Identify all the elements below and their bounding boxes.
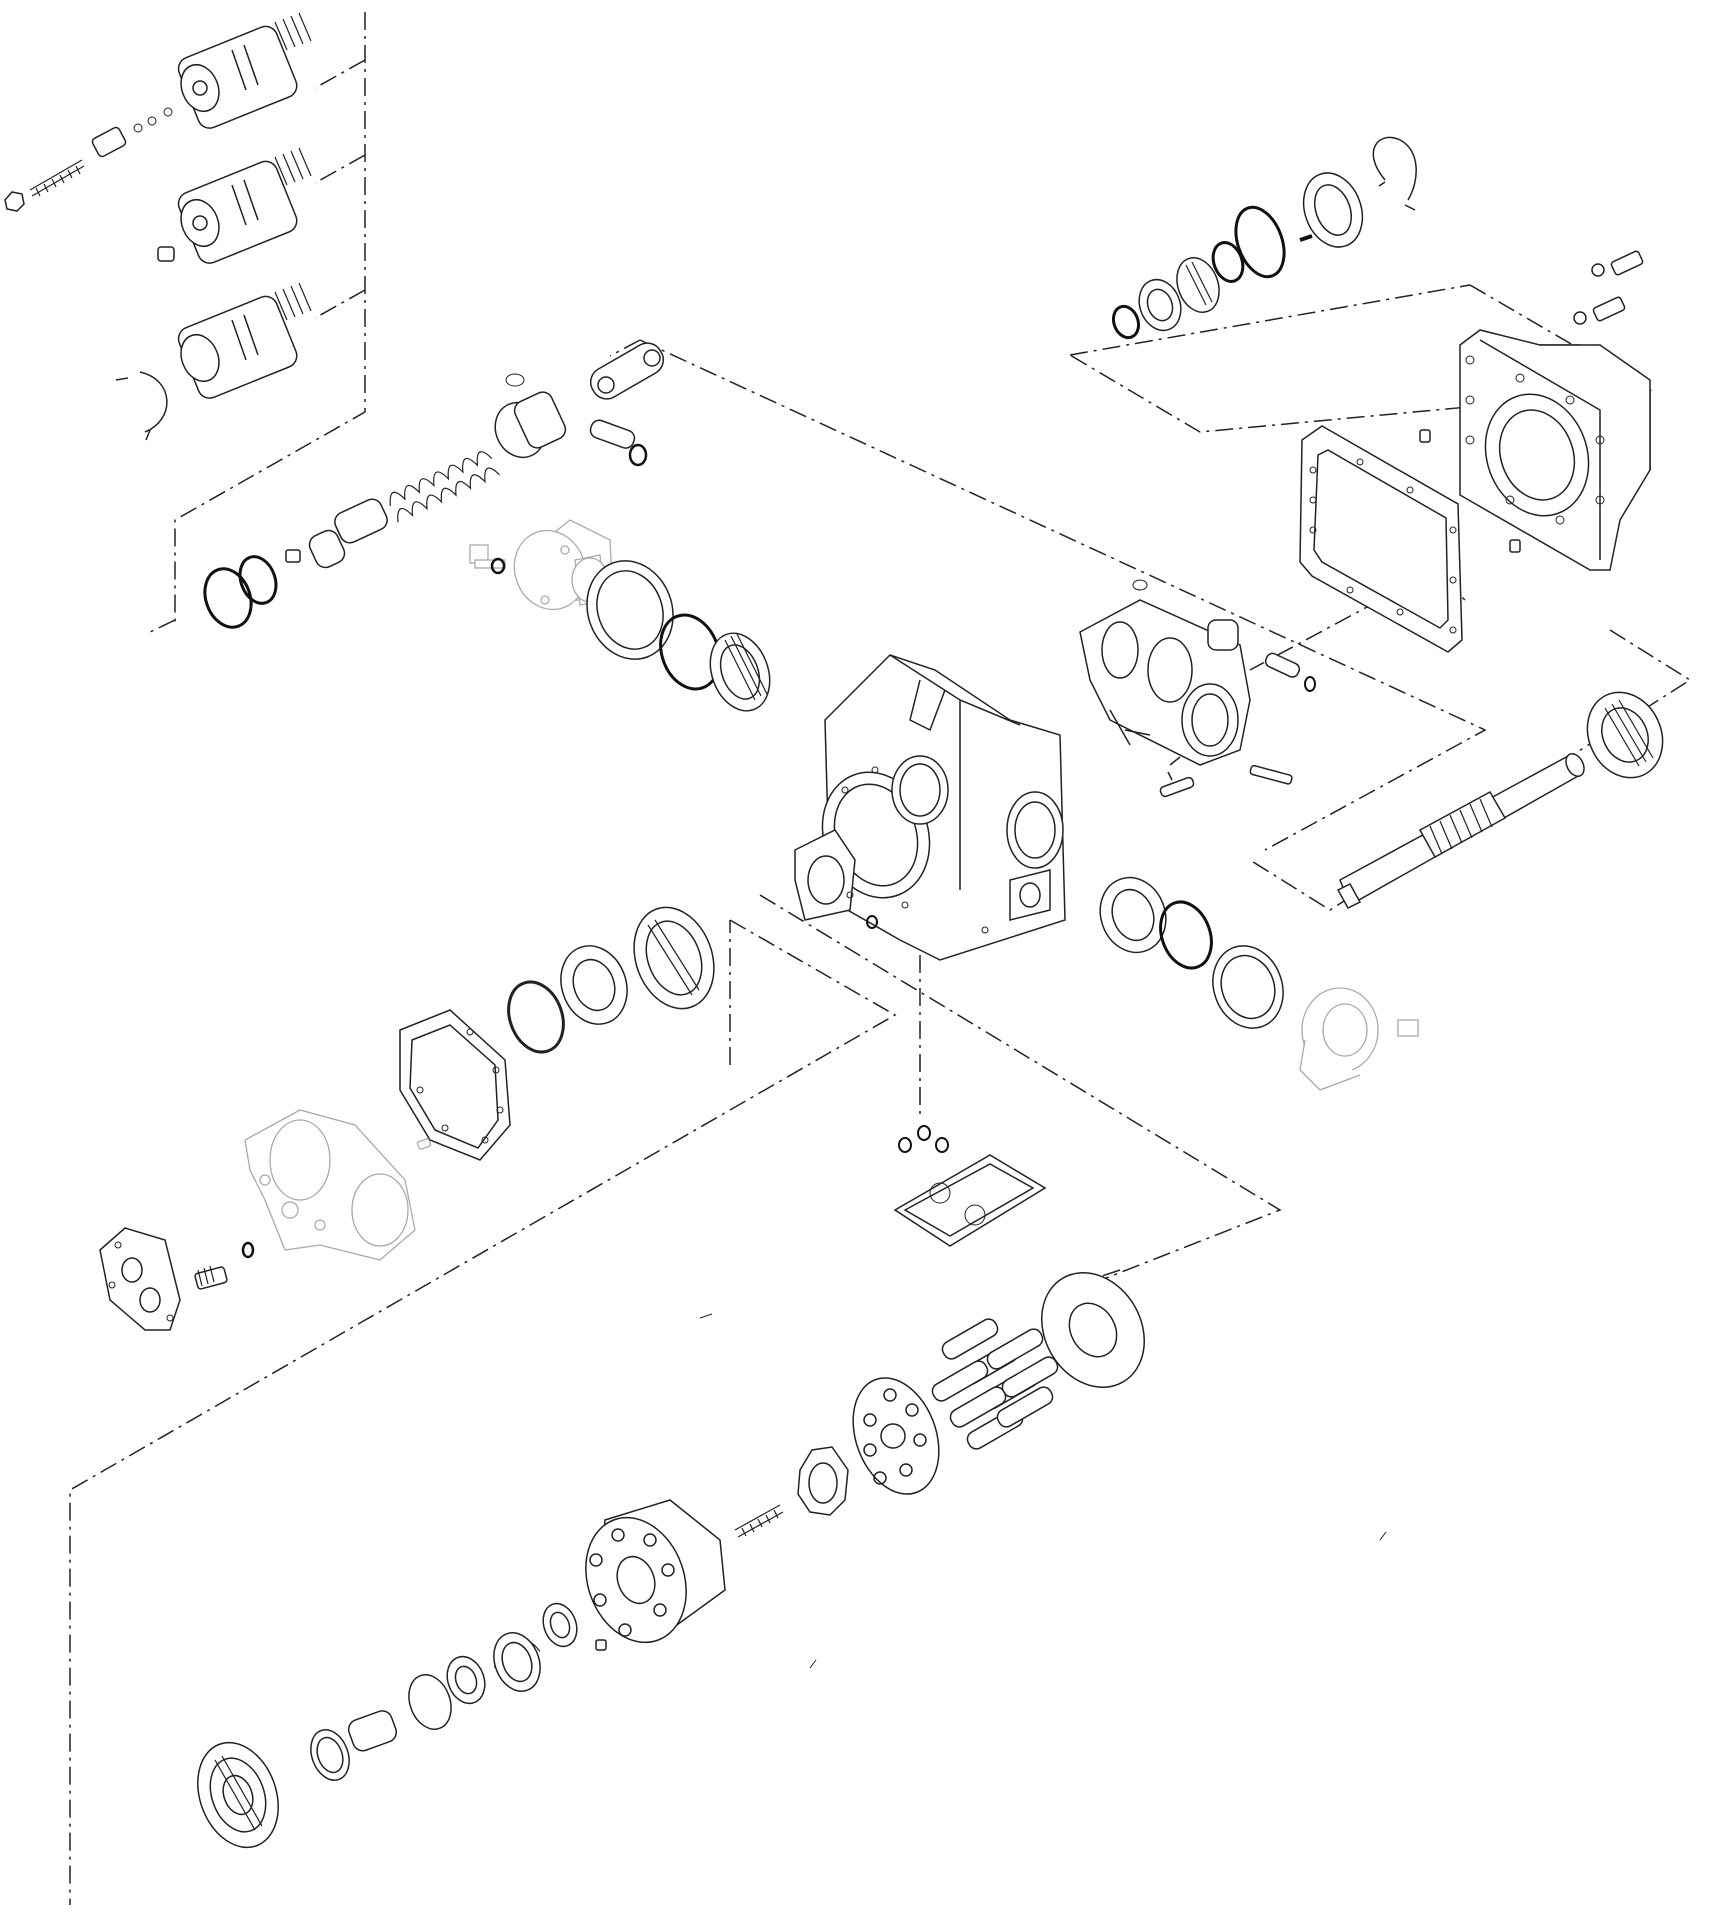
- port-gasket: [893, 1125, 1047, 1247]
- servo-piston-housing: [469, 519, 613, 611]
- control-spring-assembly: [203, 342, 665, 629]
- flange-seals: [1111, 136, 1417, 340]
- faded-end-cap: [244, 1109, 416, 1261]
- adjuster-screw: [4, 107, 173, 212]
- block-spring-parts: [310, 1602, 578, 1781]
- assembly-guide-lines: [69, 12, 1692, 1905]
- swashplate-cradle: [1079, 579, 1316, 798]
- mounting-flange-assembly: [1111, 136, 1651, 653]
- cylinder-block: [585, 1499, 726, 1651]
- retaining-clip: [115, 371, 168, 441]
- bearing-set-left: [507, 906, 715, 1054]
- flange-bolts: [1573, 250, 1644, 325]
- end-cap-gasket: [399, 1009, 511, 1161]
- swash-thrust-plate: [1040, 1272, 1146, 1388]
- rear-bearing-stack: [1099, 876, 1419, 1091]
- mounting-flange: [1419, 329, 1651, 571]
- valve-plug: [157, 246, 175, 262]
- center-spring: [734, 1504, 784, 1538]
- relief-fitting: [194, 1241, 255, 1290]
- solenoid-valve-middle: [177, 147, 312, 264]
- end-cap-assembly: [99, 906, 715, 1331]
- rotating-group: [197, 1272, 1146, 1849]
- solenoid-valve-top: [177, 12, 312, 129]
- pistons: [931, 1318, 1059, 1450]
- solenoid-cartridge-valves: [4, 12, 312, 441]
- retainer-plate: [852, 1377, 940, 1495]
- pump-mount-gasket: [1299, 425, 1463, 653]
- front-seal-stack: [586, 560, 771, 712]
- pump-housing: [794, 654, 1066, 961]
- stray-marks: [699, 1313, 1387, 1669]
- valve-plate: [197, 1741, 279, 1849]
- drive-shaft-assembly: [1336, 691, 1664, 909]
- spherical-guide: [797, 1446, 849, 1516]
- solenoid-valve-bottom: [177, 282, 312, 399]
- control-spring: [389, 451, 500, 523]
- cover-plate: [99, 1227, 181, 1331]
